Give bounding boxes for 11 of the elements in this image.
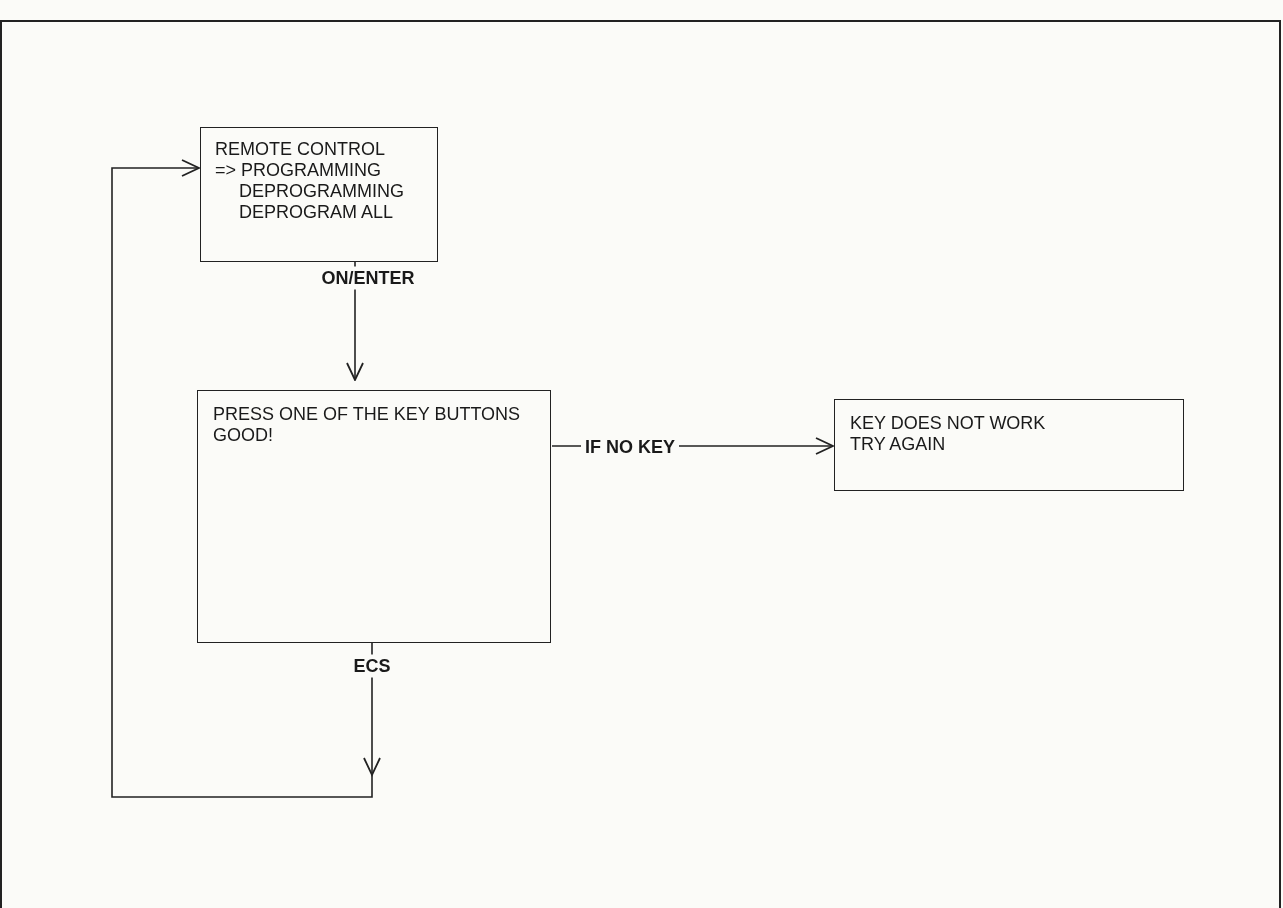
process-box — [197, 390, 551, 643]
box-text: GOOD! — [213, 425, 274, 446]
box-text: DEPROGRAMMING — [238, 181, 405, 202]
box-text: TRY AGAIN — [850, 434, 947, 455]
box-text: => PROGRAMMING — [215, 160, 383, 181]
box-text: REMOTE CONTROL — [215, 139, 386, 160]
process-box — [834, 399, 1184, 491]
box-text: KEY DOES NOT WORK — [850, 413, 1047, 434]
box-text: PRESS ONE OF THE KEY BUTTONS — [213, 404, 522, 425]
box-text: DEPROGRAM ALL — [238, 202, 395, 223]
process-box — [200, 127, 438, 262]
